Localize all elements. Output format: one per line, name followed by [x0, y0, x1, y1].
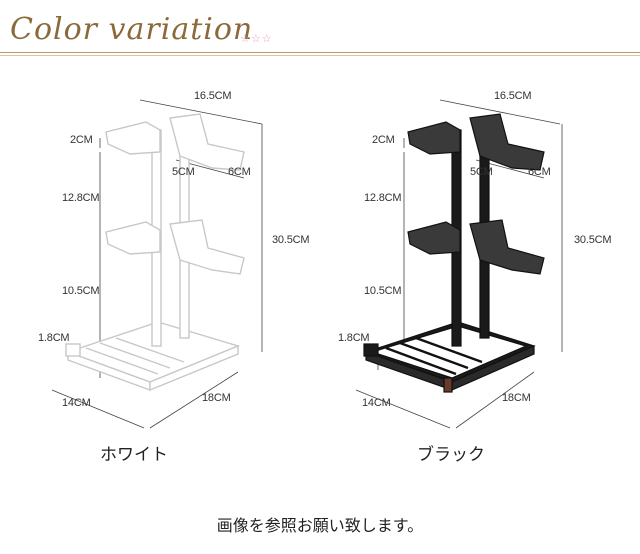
dim-height-upper: 12.8CM [62, 192, 100, 204]
dim-height-upper: 12.8CM [364, 192, 402, 204]
header: Color variation ☆☆☆ [0, 0, 640, 60]
caption-black: ブラック [417, 445, 485, 465]
dim-tray-depth: 2CM [372, 134, 395, 146]
dim-base-rail: 1.8CM [38, 332, 70, 344]
dim-base-rail: 1.8CM [338, 332, 370, 344]
footer-note: 画像を参照お願い致します。 [216, 516, 424, 535]
white-stand-illustration [51, 99, 263, 429]
caption-white: ホワイト [100, 445, 168, 465]
page-title: Color variation [10, 12, 254, 47]
dim-height-total: 30.5CM [272, 234, 310, 246]
product-stage: 16.5CM 2CM 5CM 6CM 12.8CM 30.5CM 10.5CM … [0, 60, 640, 465]
stars-ornament: ☆☆☆ [240, 32, 273, 45]
dim-height-lower: 10.5CM [62, 285, 100, 297]
dim-base-depth: 18CM [202, 392, 231, 404]
dim-gap-outer: 6CM [228, 166, 251, 178]
dim-base-depth: 18CM [502, 392, 531, 404]
dim-gap-outer: 6CM [528, 166, 551, 178]
dim-height-total: 30.5CM [574, 234, 612, 246]
dim-width-top: 16.5CM [494, 90, 532, 102]
black-stand-illustration [355, 99, 563, 429]
dim-gap-inner: 5CM [470, 166, 493, 178]
dim-width-top: 16.5CM [194, 90, 232, 102]
dim-base-width: 14CM [362, 397, 391, 409]
dim-tray-depth: 2CM [70, 134, 93, 146]
header-divider-secondary [0, 55, 640, 56]
dim-gap-inner: 5CM [172, 166, 195, 178]
dim-base-width: 14CM [62, 397, 91, 409]
dim-height-lower: 10.5CM [364, 285, 402, 297]
header-divider [0, 52, 640, 53]
